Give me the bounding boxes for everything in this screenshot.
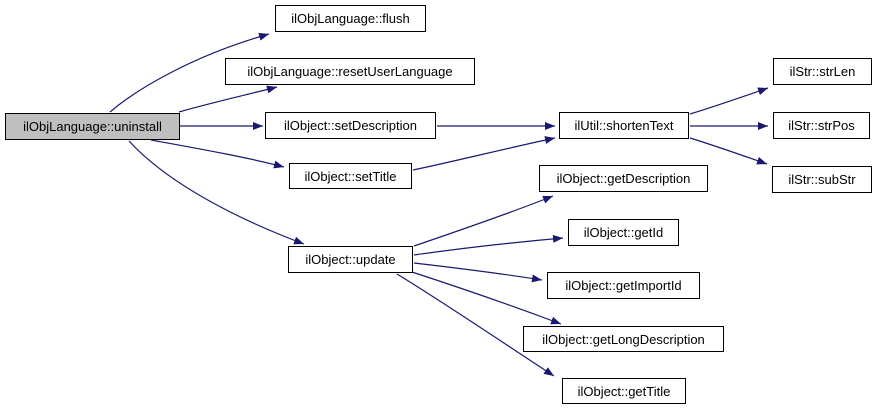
node-label-resetUserLanguage: ilObjLanguage::resetUserLanguage (247, 64, 453, 79)
edge-update-getLongDescription (411, 271, 562, 325)
node-label-getDescription: ilObject::getDescription (556, 171, 691, 186)
edge-update-getTitle (396, 273, 555, 377)
node-strLen[interactable]: ilStr::strLen (773, 58, 872, 85)
edge-update-getId (413, 234, 564, 256)
node-label-flush: ilObjLanguage::flush (291, 11, 410, 26)
edge-uninstall-flush (109, 32, 270, 113)
node-label-setDescription: ilObject::setDescription (284, 118, 417, 133)
node-label-setTitle: ilObject::setTitle (304, 168, 397, 184)
edge-shortenText-subStr (689, 137, 768, 165)
node-update[interactable]: ilObject::update (288, 246, 413, 273)
node-getDescription[interactable]: ilObject::getDescription (539, 165, 708, 192)
edge-update-getImportId (413, 262, 543, 283)
edges-group (109, 32, 769, 377)
node-label-strLen: ilStr::strLen (789, 64, 856, 79)
node-uninstall: ilObjLanguage::uninstall (5, 113, 180, 140)
node-getId[interactable]: ilObject::getId (568, 219, 679, 246)
node-label-getId: ilObject::getId (583, 225, 664, 240)
node-label-strPos: ilStr::strPos (788, 118, 855, 133)
node-subStr[interactable]: ilStr::subStr (772, 166, 872, 193)
edge-update-getDescription (413, 195, 554, 247)
node-label-subStr: ilStr::subStr (788, 172, 856, 187)
node-resetUserLanguage[interactable]: ilObjLanguage::resetUserLanguage (225, 58, 475, 85)
node-label-getImportId: ilObject::getImportId (565, 278, 682, 293)
node-getImportId[interactable]: ilObject::getImportId (547, 272, 700, 299)
edge-shortenText-strLen (689, 87, 769, 115)
node-setDescription[interactable]: ilObject::setDescription (265, 112, 436, 139)
node-setTitle[interactable]: ilObject::setTitle (289, 163, 412, 189)
node-label-update: ilObject::update (305, 252, 396, 267)
node-strPos[interactable]: ilStr::strPos (773, 112, 870, 139)
node-getTitle[interactable]: ilObject::getTitle (562, 378, 686, 404)
node-flush[interactable]: ilObjLanguage::flush (275, 5, 426, 32)
node-label-shortenText: ilUtil::shortenText (574, 118, 674, 133)
node-getLongDescription[interactable]: ilObject::getLongDescription (523, 326, 724, 352)
node-label-uninstall: ilObjLanguage::uninstall (23, 119, 162, 134)
edge-setTitle-shortenText (412, 136, 556, 171)
node-label-getTitle: ilObject::getTitle (577, 383, 671, 399)
node-shortenText[interactable]: ilUtil::shortenText (559, 112, 689, 139)
edge-uninstall-update (128, 140, 305, 245)
node-label-getLongDescription: ilObject::getLongDescription (542, 331, 705, 347)
edge-uninstall-setTitle (150, 139, 285, 169)
edge-uninstall-resetUserLanguage (178, 85, 278, 113)
